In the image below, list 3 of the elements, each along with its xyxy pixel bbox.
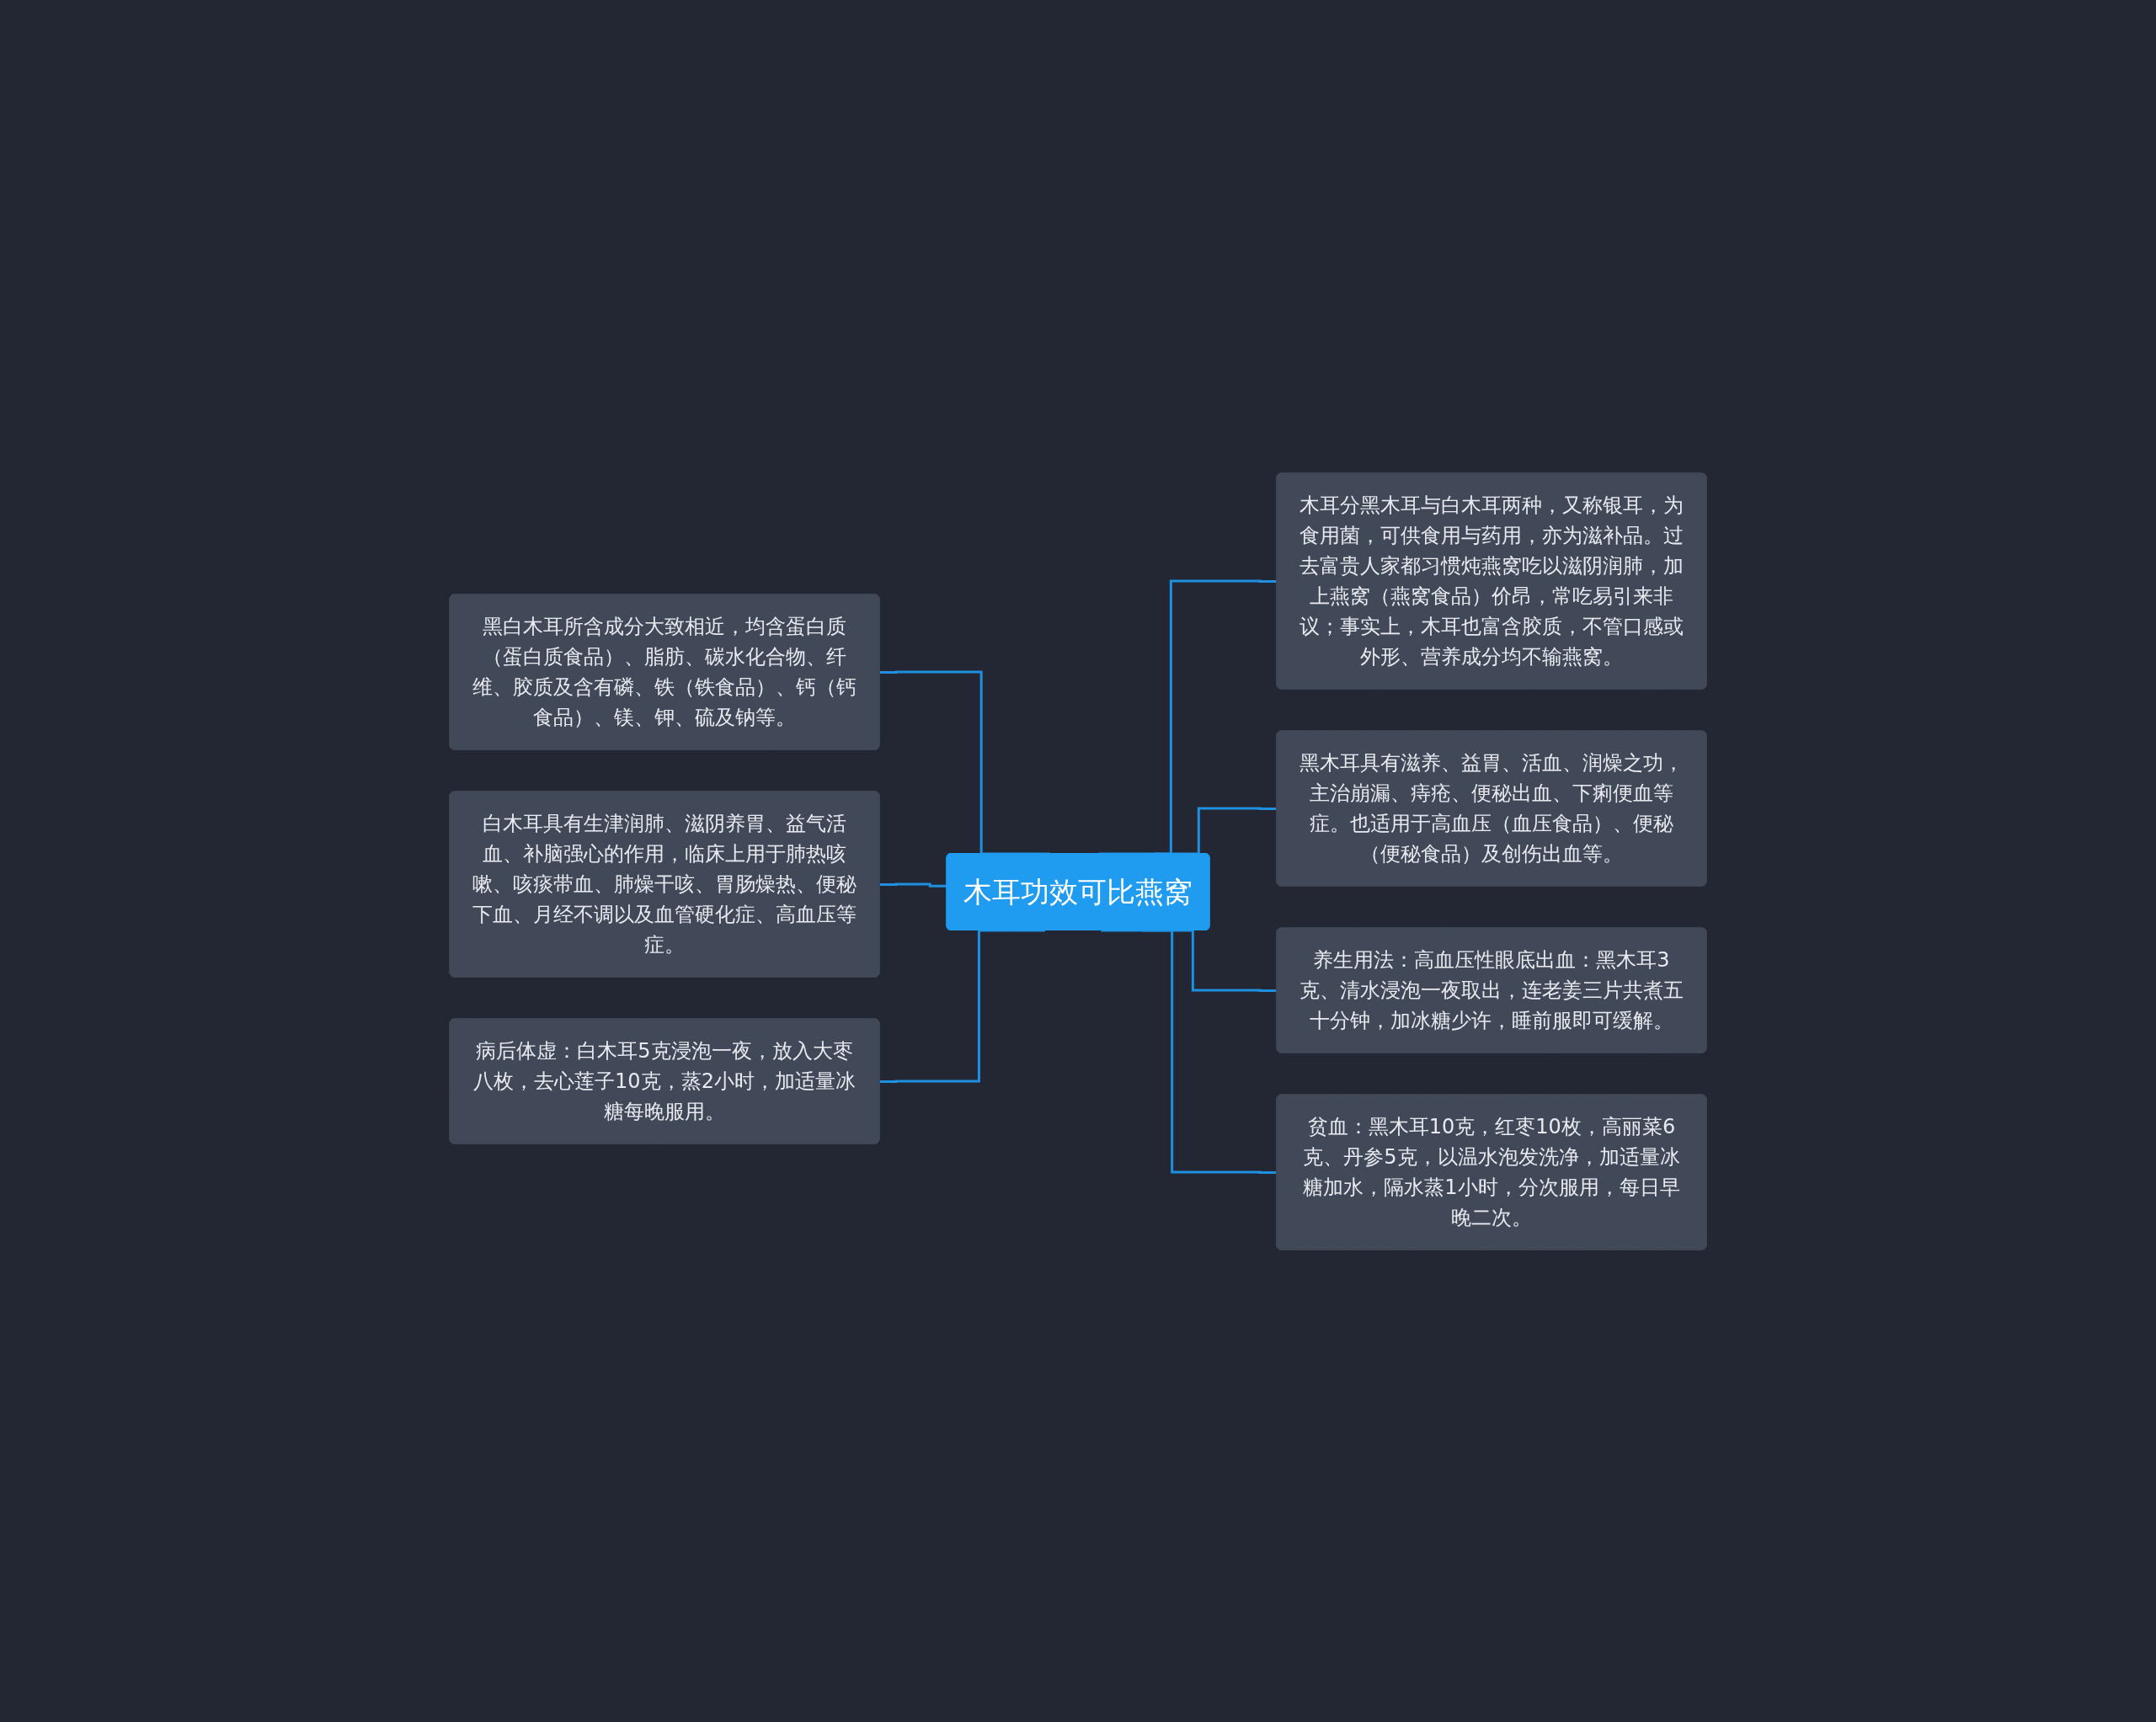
connector bbox=[879, 929, 1045, 1083]
connector bbox=[1101, 929, 1278, 1174]
connector bbox=[879, 882, 947, 888]
